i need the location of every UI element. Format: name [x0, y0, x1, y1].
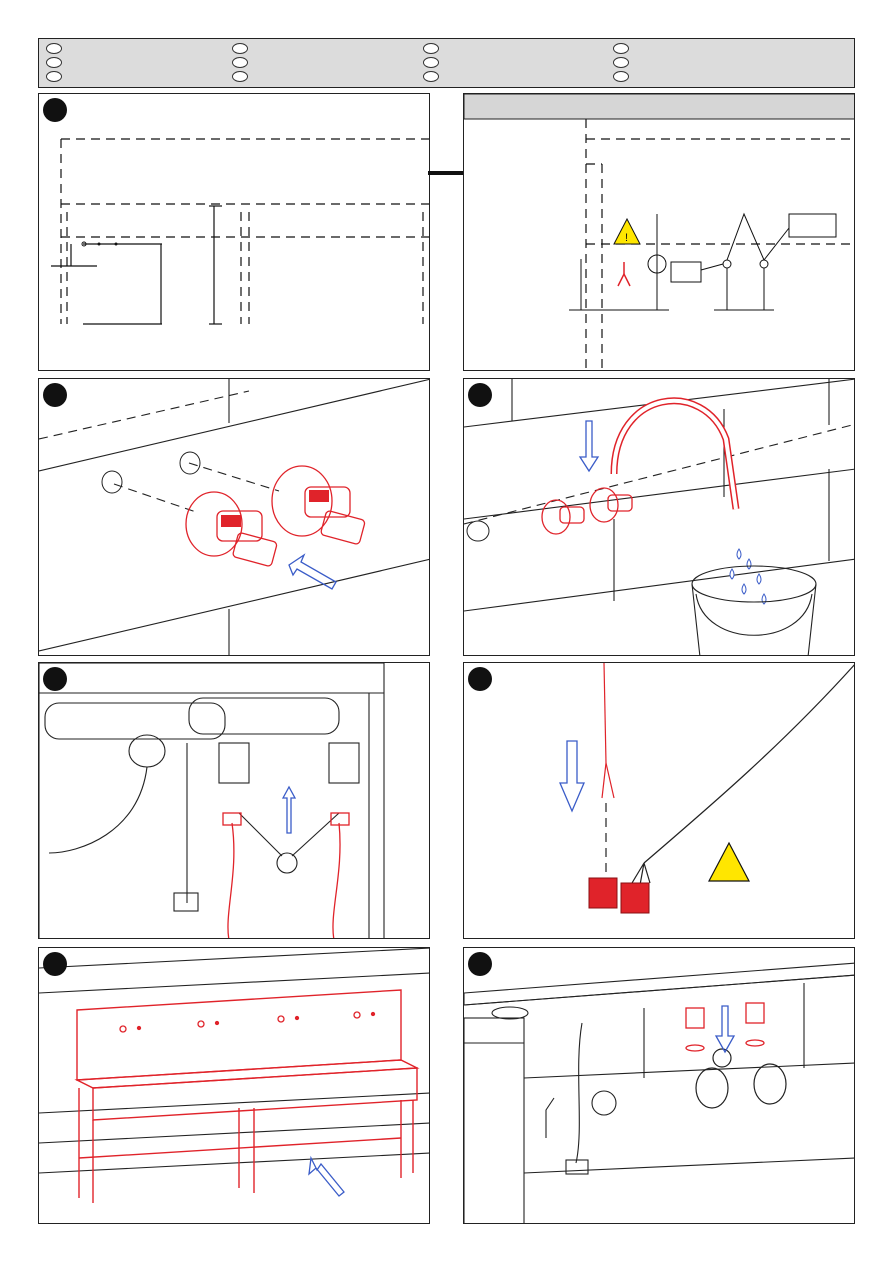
step-badge-icon	[468, 952, 492, 976]
panel-1b-detail: !	[463, 93, 855, 371]
language-header	[38, 38, 855, 88]
step-badge-icon	[43, 667, 67, 691]
language-flag	[423, 71, 439, 82]
language-flag	[423, 43, 439, 54]
step-badge-icon	[468, 667, 492, 691]
panel-5-wiring	[463, 662, 855, 939]
wrench-icon	[618, 262, 630, 286]
panel-2-valves	[38, 378, 430, 656]
panel-6-trough	[38, 947, 430, 1224]
step-badge-icon	[43, 383, 67, 407]
svg-text:!: !	[625, 232, 628, 244]
step-badge-icon	[43, 98, 67, 122]
language-flag	[232, 57, 248, 68]
panel-1-dimensions	[38, 93, 430, 371]
step-badge-icon	[43, 952, 67, 976]
language-flag	[232, 71, 248, 82]
language-flag	[423, 57, 439, 68]
language-flag	[46, 43, 62, 54]
language-flag	[613, 57, 629, 68]
panel-4-hoses	[38, 662, 430, 939]
language-flag	[46, 71, 62, 82]
language-flag	[46, 57, 62, 68]
panel-7-connect	[463, 947, 855, 1224]
language-flag	[613, 71, 629, 82]
language-flag	[232, 43, 248, 54]
panel-3-flush	[463, 378, 855, 656]
language-flag	[613, 43, 629, 54]
step-badge-icon	[468, 383, 492, 407]
